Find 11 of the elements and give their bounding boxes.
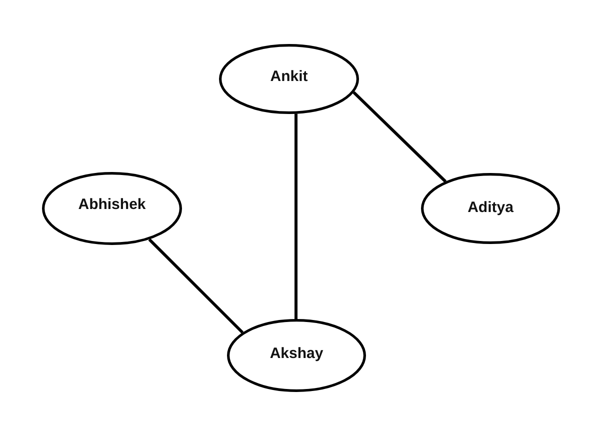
node-label: Aditya [468, 198, 514, 216]
connector-line [294, 114, 298, 319]
ellipse-node [42, 172, 182, 245]
connector-line [148, 238, 244, 334]
ellipse-node [421, 173, 560, 244]
node-label: Abhishek [78, 196, 146, 214]
ellipse-node [227, 319, 366, 392]
connector-line [352, 91, 447, 183]
node-label: Ankit [270, 68, 308, 86]
ellipse-node [219, 44, 359, 114]
node-label: Akshay [270, 345, 324, 363]
